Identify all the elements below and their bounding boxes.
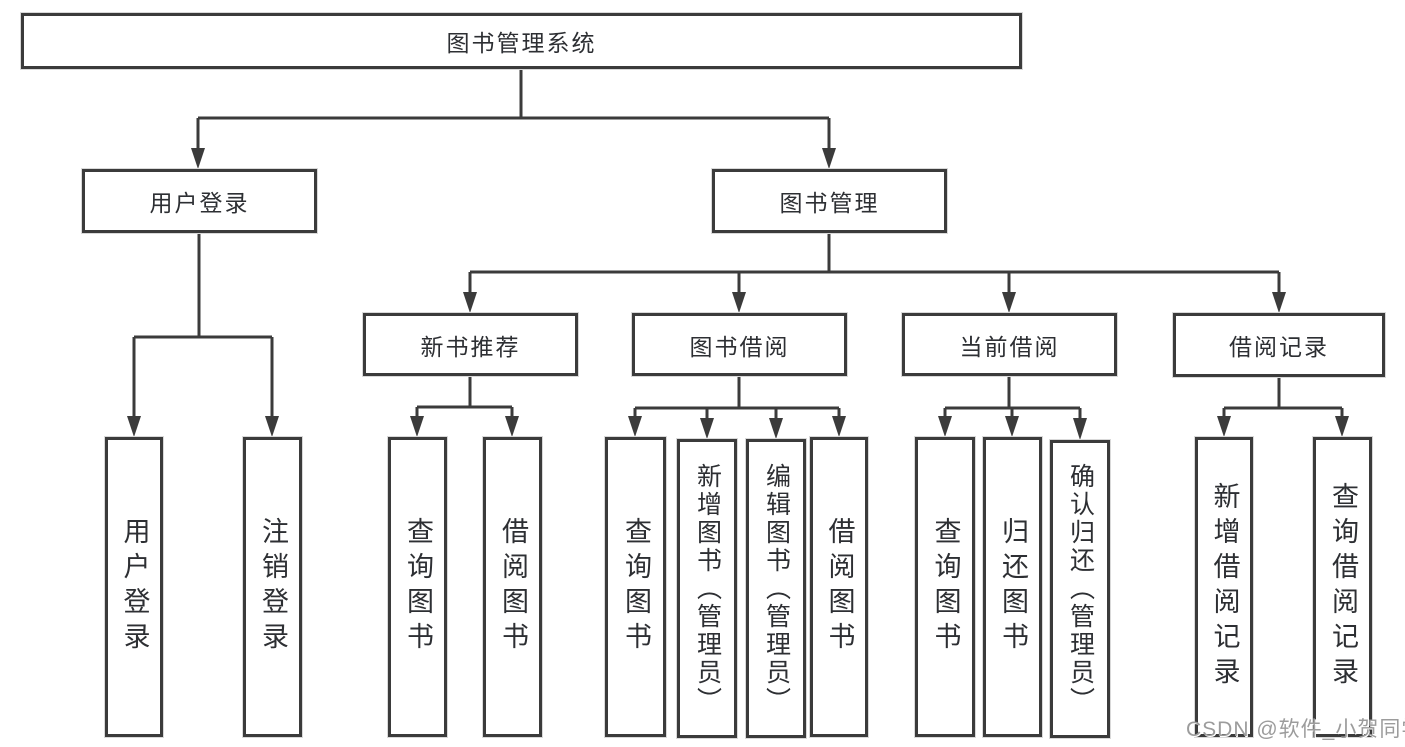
leaf-return-books: 归还图书 (983, 437, 1042, 737)
leaf-query-books-recommend: 查询图书 (388, 437, 447, 737)
node-current-borrowing: 当前借阅 (902, 313, 1117, 376)
leaf-logout: 注销登录 (243, 437, 302, 737)
node-new-book-recommend: 新书推荐 (363, 313, 578, 376)
node-borrowing-records: 借阅记录 (1173, 313, 1385, 377)
leaf-borrow-books-recommend: 借阅图书 (483, 437, 542, 737)
leaf-borrow-books-borrowing: 借阅图书 (810, 437, 868, 737)
node-book-borrowing: 图书借阅 (632, 313, 847, 376)
leaf-query-books-current: 查询图书 (915, 437, 975, 737)
leaf-add-borrow-record: 新增借阅记录 (1195, 437, 1253, 737)
leaf-add-books-admin: 新增图书（管理员） (677, 439, 737, 738)
leaf-confirm-return-admin: 确认归还（管理员） (1050, 440, 1110, 738)
node-book-management: 图书管理 (712, 169, 947, 233)
node-user-login: 用户登录 (82, 169, 317, 233)
leaf-edit-books-admin: 编辑图书（管理员） (746, 439, 806, 738)
node-library-system: 图书管理系统 (21, 13, 1022, 69)
leaf-query-books-borrowing: 查询图书 (605, 437, 666, 737)
leaf-user-login: 用户登录 (105, 437, 163, 737)
watermark: CSDN @软件_小贺同学 (1186, 718, 1405, 741)
leaf-query-borrow-record: 查询借阅记录 (1313, 437, 1372, 737)
